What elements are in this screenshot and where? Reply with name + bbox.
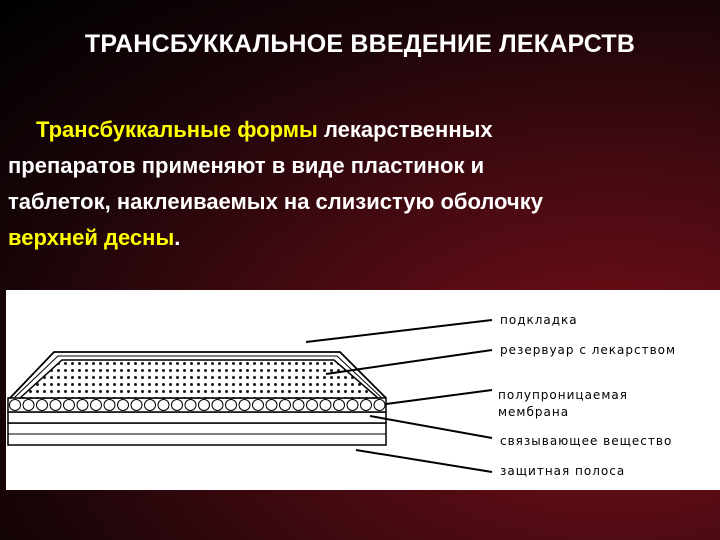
body-line-2: препаратов применяют в виде пластинок и	[8, 153, 485, 178]
membrane-circle	[90, 399, 102, 411]
membrane-circle	[198, 399, 210, 411]
membrane-circle	[225, 399, 237, 411]
membrane-circle	[238, 399, 251, 411]
body-text-1: лекарственных	[317, 117, 493, 142]
membrane-circle	[333, 399, 345, 411]
label-membrane-line-1: полупроницаемая	[498, 388, 628, 402]
slide-title: ТРАНСБУККАЛЬНОЕ ВВЕДЕНИЕ ЛЕКАРСТВ	[84, 30, 636, 58]
membrane-circle	[292, 399, 305, 411]
membrane-circle	[130, 399, 143, 411]
membrane-circle	[144, 399, 156, 411]
membrane-circle	[63, 399, 75, 411]
membrane-circles	[9, 399, 386, 411]
leader-liner	[355, 449, 493, 473]
leader-membrane	[385, 389, 493, 405]
drug-reservoir	[18, 359, 381, 399]
membrane-circle	[117, 399, 129, 411]
body-text-4: .	[174, 225, 181, 250]
membrane-circle	[279, 399, 291, 411]
leader-adhesive	[369, 415, 493, 439]
membrane-circle	[319, 399, 332, 411]
body-paragraph: Трансбуккальные формы лекарственных преп…	[8, 112, 708, 256]
membrane-circle	[184, 399, 197, 411]
membrane-circle	[22, 399, 35, 411]
membrane-circle	[265, 399, 278, 411]
membrane-circle	[76, 399, 89, 411]
membrane-circle	[252, 399, 264, 411]
label-adhesive: связывающее вещество	[500, 434, 672, 448]
backing-layer-inner	[13, 355, 383, 399]
body-line-3: таблеток, наклеиваемых на слизистую обол…	[8, 189, 543, 214]
adhesive-layer	[7, 411, 387, 424]
label-backing: подкладка	[500, 313, 578, 327]
diagram-panel: подкладка резервуар с лекарством полупро…	[6, 290, 720, 490]
membrane-circle	[49, 399, 62, 411]
leader-backing	[305, 319, 493, 343]
membrane-circle	[306, 399, 318, 411]
membrane-circle	[36, 399, 48, 411]
body-line-4: верхней десны.	[8, 220, 708, 256]
membrane-circle	[157, 399, 170, 411]
label-reservoir: резервуар с лекарством	[500, 343, 676, 357]
label-liner: защитная полоса	[500, 464, 625, 478]
highlight-upper-gum: верхней десны	[8, 225, 175, 250]
leader-reservoir	[325, 349, 493, 375]
membrane-circle	[373, 399, 386, 411]
membrane-circle	[103, 399, 116, 411]
membrane-circle	[211, 399, 224, 411]
highlight-transbuccal-forms: Трансбуккальные формы	[36, 117, 318, 142]
membrane-circle	[360, 399, 372, 411]
body-line-1: Трансбуккальные формы лекарственных	[8, 112, 708, 148]
transbuccal-patch-diagram: подкладка резервуар с лекарством полупро…	[7, 313, 676, 478]
membrane-circle	[171, 399, 183, 411]
label-membrane-line-2: мембрана	[498, 405, 569, 419]
membrane-circle	[346, 399, 359, 411]
backing-layer	[9, 351, 387, 399]
membrane-circle	[9, 399, 21, 411]
